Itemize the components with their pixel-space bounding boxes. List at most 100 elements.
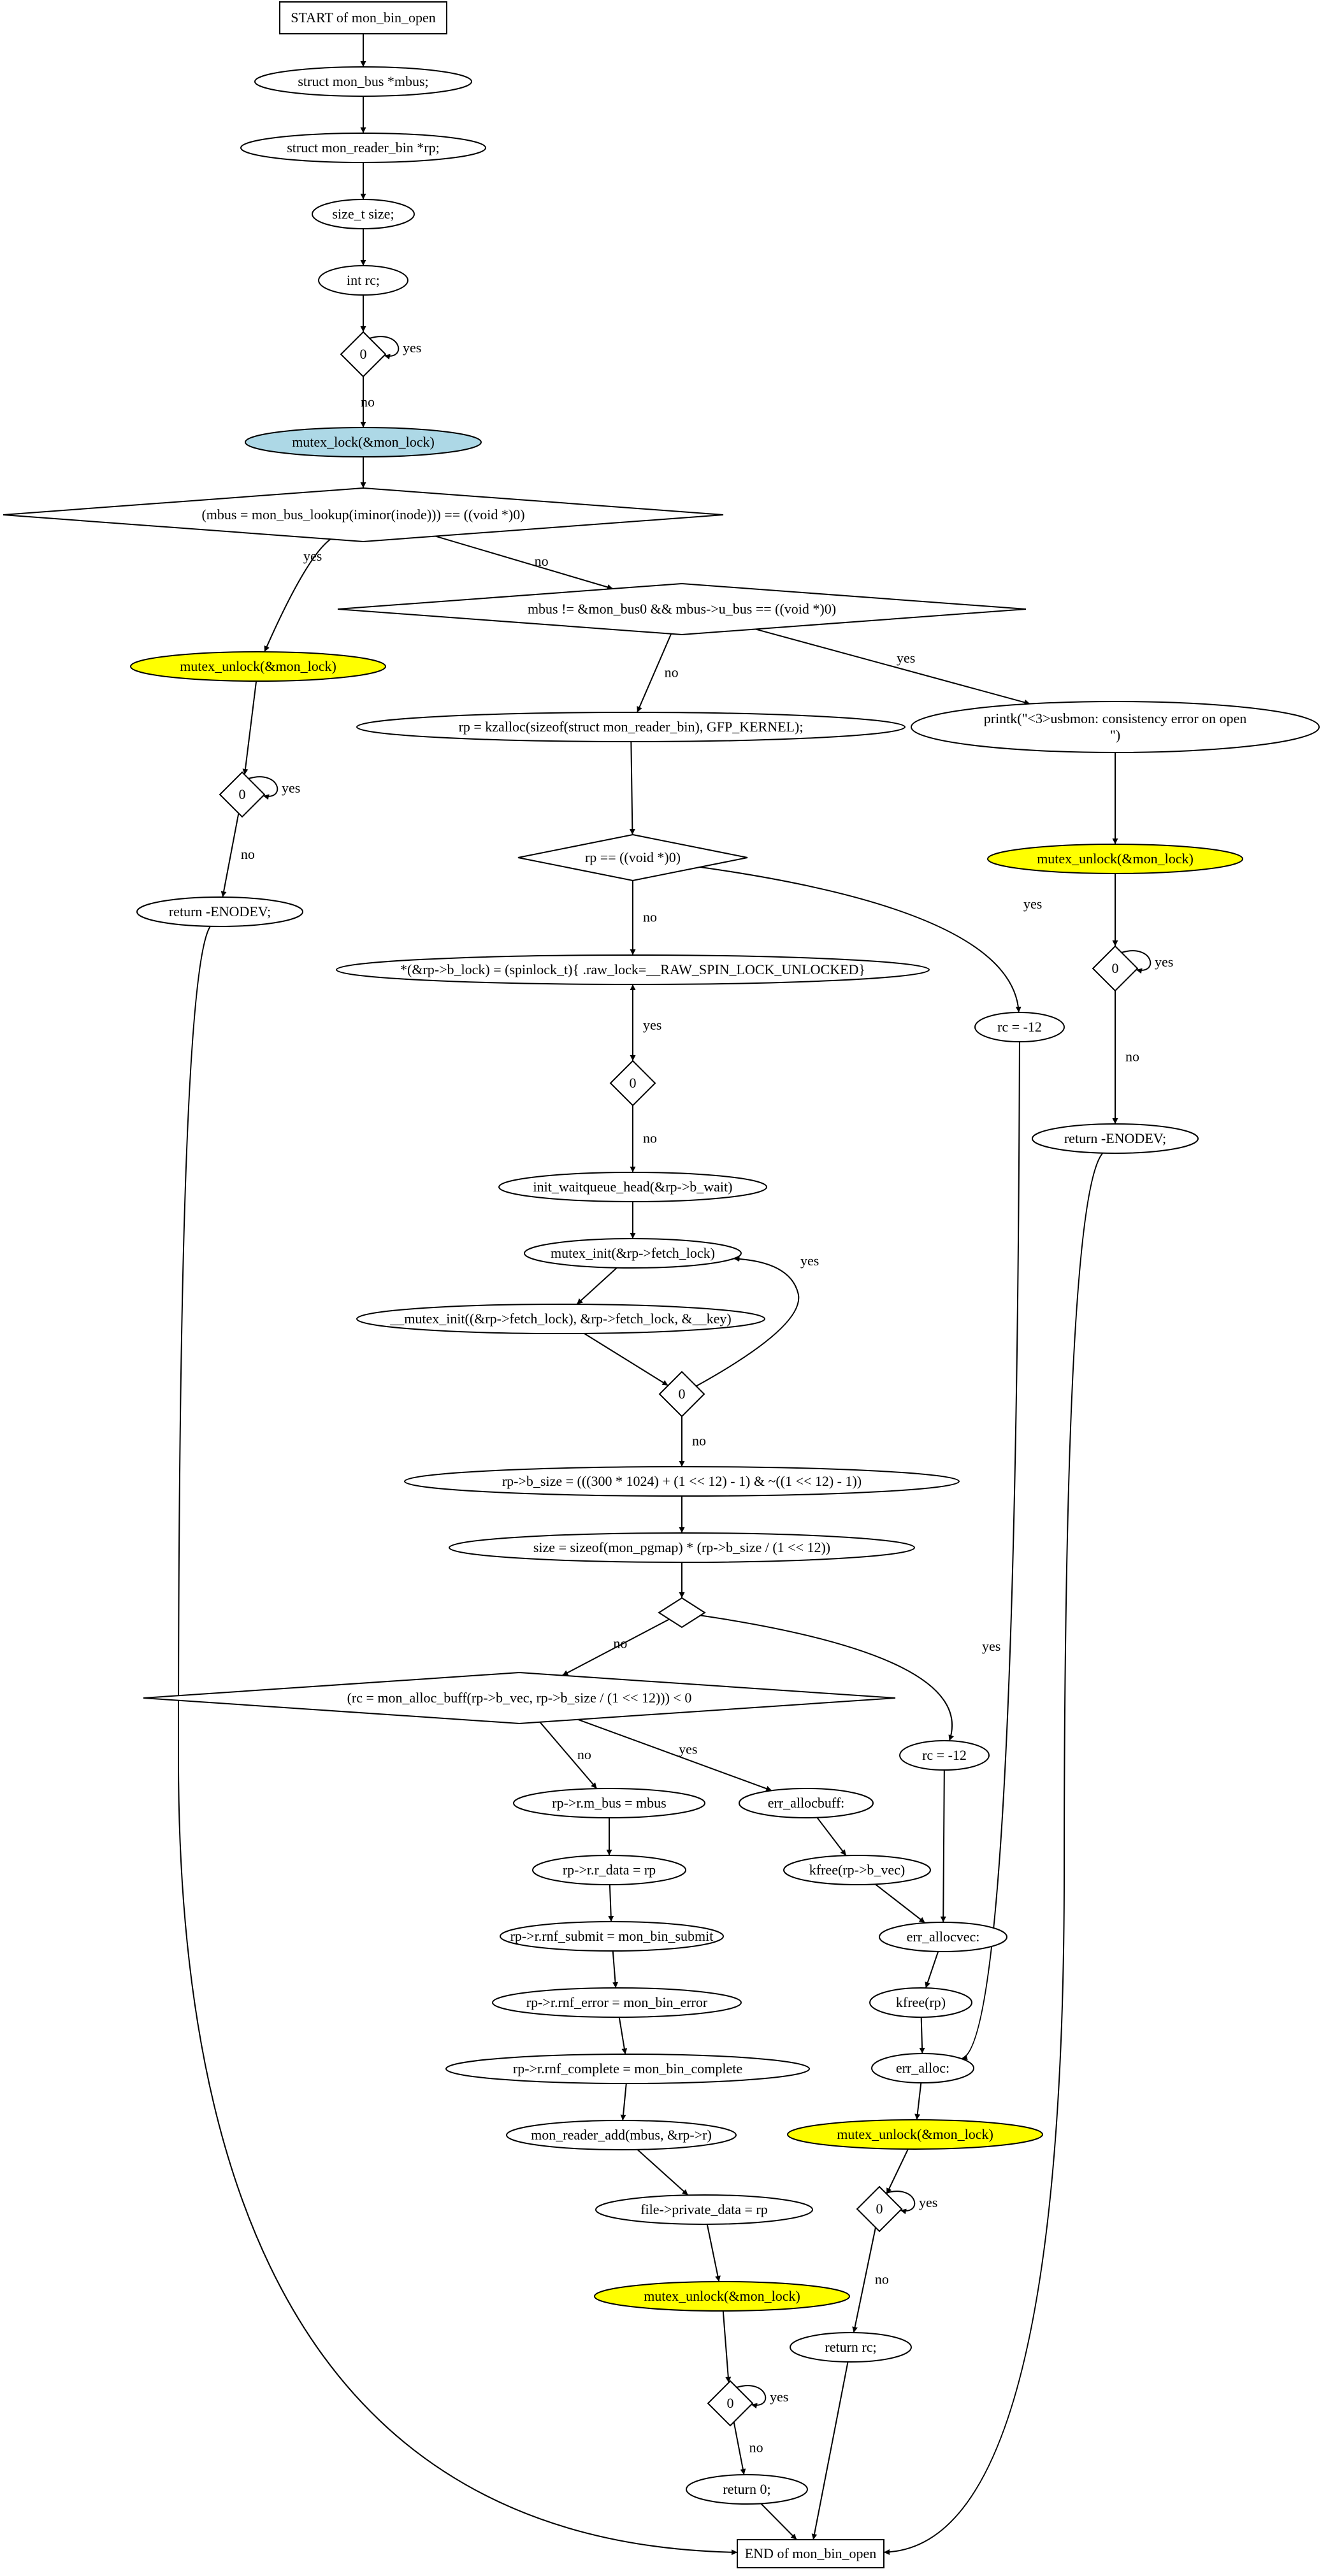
node-d_a-label: 0 xyxy=(239,786,246,802)
node-complete-label: rp->r.rnf_complete = mon_bin_complete xyxy=(513,2061,742,2076)
node-mminit: __mutex_init((&rp->fetch_lock), &rp->fet… xyxy=(356,1304,765,1334)
edge-d_d-to-ret0 xyxy=(733,2422,746,2475)
node-ret_b-shape xyxy=(1032,1123,1199,1154)
edges-layer xyxy=(177,34,1151,2556)
edge-label-no: no xyxy=(241,846,255,862)
node-d_sp: 0 xyxy=(609,1060,656,1107)
node-ret_b: return -ENODEV; xyxy=(1032,1123,1199,1154)
edge-label-yes: yes xyxy=(282,780,300,796)
node-size-shape xyxy=(449,1532,915,1563)
node-unlock_d-label: mutex_unlock(&mon_lock) xyxy=(644,2288,800,2304)
node-d_c-shape xyxy=(856,2185,903,2233)
node-private-label: file->private_data = rp xyxy=(640,2201,768,2217)
node-unlock_b-shape xyxy=(987,844,1243,874)
node-cond_rp-shape xyxy=(517,833,748,882)
edge-d_a-self-loop xyxy=(248,776,278,800)
edge-cond_bus-to-kzalloc xyxy=(637,633,672,713)
node-mminit-shape xyxy=(356,1304,765,1334)
edge-kfree_rp-to-erralloc xyxy=(919,2017,925,2054)
node-cond_lookup-shape xyxy=(3,487,724,543)
edge-label-no: no xyxy=(692,1433,706,1449)
edge-label-no: no xyxy=(875,2271,889,2287)
node-ret0: return 0; xyxy=(686,2474,808,2505)
node-mbus_assign-shape xyxy=(513,1788,705,1818)
edge-label-no: no xyxy=(665,664,679,680)
node-ret_a-label: return -ENODEV; xyxy=(169,903,271,919)
node-errvec: err_allocvec: xyxy=(879,1922,1007,1952)
node-decl_size-shape xyxy=(312,199,415,229)
node-cond_bus-label: mbus != &mon_bus0 && mbus->u_bus == ((vo… xyxy=(528,601,836,617)
node-unlock_b-label: mutex_unlock(&mon_lock) xyxy=(1037,851,1194,867)
node-kzalloc-label: rp = kzalloc(sizeof(struct mon_reader_bi… xyxy=(459,719,804,735)
node-kfree_vec-label: kfree(rp->b_vec) xyxy=(809,1862,905,1878)
node-d_a-shape xyxy=(219,771,266,818)
node-rc12_a: rc = -12 xyxy=(974,1012,1065,1042)
node-spinlock: *(&rp->b_lock) = (spinlock_t){ .raw_lock… xyxy=(336,954,930,985)
node-complete-shape xyxy=(445,2054,810,2084)
node-decl_mbus: struct mon_bus *mbus; xyxy=(254,66,472,97)
node-spinlock-label: *(&rp->b_lock) = (spinlock_t){ .raw_lock… xyxy=(400,961,865,977)
node-waitq: init_waitqueue_head(&rp->b_wait) xyxy=(498,1172,767,1202)
node-kzalloc: rp = kzalloc(sizeof(struct mon_reader_bi… xyxy=(356,712,906,742)
node-errbuff-label: err_allocbuff: xyxy=(768,1795,845,1811)
edge-kfree_vec-to-errvec xyxy=(875,1883,926,1924)
node-rc12_b-label: rc = -12 xyxy=(922,1747,967,1763)
node-printk-label-line1: printk("<3>usbmon: consistency error on … xyxy=(984,710,1247,726)
edge-label-yes: yes xyxy=(897,650,915,666)
edge-readeradd-to-private xyxy=(637,2149,689,2196)
node-lock-shape xyxy=(245,427,482,457)
edge-cond_lookup-to-unlock_a xyxy=(264,538,331,652)
node-d_a: 0 xyxy=(219,771,266,818)
edge-d_e-to-cond_alloc xyxy=(561,1618,670,1676)
node-private: file->private_data = rp xyxy=(595,2194,813,2225)
node-readeradd-shape xyxy=(506,2120,737,2150)
node-cond_bus-shape xyxy=(337,582,1027,636)
node-end: END of mon_bin_open xyxy=(737,2539,884,2568)
node-rc12_b: rc = -12 xyxy=(899,1740,990,1771)
node-cond_rp-label: rp == ((void *)0) xyxy=(585,849,681,865)
node-ret_rc-label: return rc; xyxy=(825,2339,876,2355)
node-unlock_c: mutex_unlock(&mon_lock) xyxy=(787,2119,1043,2150)
node-decl_rp-shape xyxy=(240,133,486,163)
node-decl_mbus-label: struct mon_bus *mbus; xyxy=(298,73,428,89)
node-rdata-label: rp->r.r_data = rp xyxy=(563,1862,656,1878)
node-ret0-label: return 0; xyxy=(723,2481,770,2497)
node-unlock_a-shape xyxy=(130,651,386,682)
node-mminit-label: __mutex_init((&rp->fetch_lock), &rp->fet… xyxy=(389,1311,732,1327)
node-kfree_vec-shape xyxy=(783,1855,931,1885)
node-readeradd-label: mon_reader_add(mbus, &rp->r) xyxy=(531,2127,712,2143)
node-unlock_a-label: mutex_unlock(&mon_lock) xyxy=(180,658,336,674)
node-d_sp-label: 0 xyxy=(630,1075,637,1091)
edge-label-yes: yes xyxy=(643,1017,661,1033)
node-complete: rp->r.rnf_complete = mon_bin_complete xyxy=(445,2054,810,2084)
edge-label-no: no xyxy=(643,1130,657,1146)
node-d_m-label: 0 xyxy=(679,1386,686,1402)
edge-cond_lookup-to-cond_bus xyxy=(435,535,614,590)
node-d_e-shape xyxy=(658,1597,706,1629)
node-unlock_c-shape xyxy=(787,2119,1043,2150)
node-d_m: 0 xyxy=(658,1371,705,1418)
node-cond_bus: mbus != &mon_bus0 && mbus->u_bus == ((vo… xyxy=(337,582,1027,636)
node-printk-shape xyxy=(911,701,1320,753)
node-ret_a-shape xyxy=(136,896,303,927)
node-spinlock-shape xyxy=(336,954,930,985)
node-decl_rc: int rc; xyxy=(318,265,408,296)
edge-label-yes: yes xyxy=(679,1741,697,1757)
node-minit-shape xyxy=(524,1238,742,1269)
edge-complete-to-readeradd xyxy=(620,2083,627,2121)
node-decl_rp: struct mon_reader_bin *rp; xyxy=(240,133,486,163)
node-mbus_assign-label: rp->r.m_bus = mbus xyxy=(552,1795,666,1811)
node-printk: printk("<3>usbmon: consistency error on … xyxy=(911,701,1320,753)
node-ret_a: return -ENODEV; xyxy=(136,896,303,927)
edge-label-no: no xyxy=(577,1746,591,1762)
node-start: START of mon_bin_open xyxy=(279,1,447,34)
node-bsize: rp->b_size = (((300 * 1024) + (1 << 12) … xyxy=(404,1466,960,1497)
edge-ret0-to-end xyxy=(760,2503,797,2540)
node-size-label: size = sizeof(mon_pgmap) * (rp->b_size /… xyxy=(533,1539,830,1555)
node-waitq-label: init_waitqueue_head(&rp->b_wait) xyxy=(533,1179,733,1195)
node-errbuff: err_allocbuff: xyxy=(739,1788,874,1818)
node-cond_lookup-label: (mbus = mon_bus_lookup(iminor(inode))) =… xyxy=(201,507,524,522)
node-d1-shape xyxy=(340,331,387,378)
